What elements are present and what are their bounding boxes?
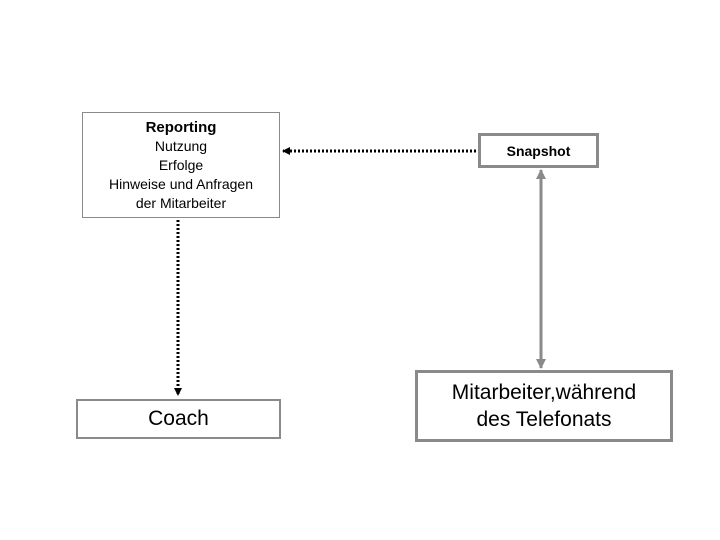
reporting-title: Reporting bbox=[145, 118, 217, 136]
employee-label-line2: des Telefonats bbox=[476, 408, 612, 431]
coach-box: Coach bbox=[76, 399, 281, 439]
reporting-line-employees: der Mitarbeiter bbox=[135, 194, 227, 211]
coach-label: Coach bbox=[148, 407, 209, 430]
reporting-box: Reporting Nutzung Erfolge Hinweise und A… bbox=[82, 112, 280, 218]
reporting-line-hints: Hinweise und Anfragen bbox=[109, 175, 253, 192]
snapshot-box: Snapshot bbox=[478, 133, 599, 168]
snapshot-label: Snapshot bbox=[506, 142, 571, 159]
reporting-line-usage: Nutzung bbox=[154, 137, 208, 154]
employee-label-line1: Mitarbeiter,während bbox=[451, 381, 637, 404]
reporting-line-success: Erfolge bbox=[158, 156, 204, 173]
employee-box: Mitarbeiter,während des Telefonats bbox=[415, 370, 673, 442]
